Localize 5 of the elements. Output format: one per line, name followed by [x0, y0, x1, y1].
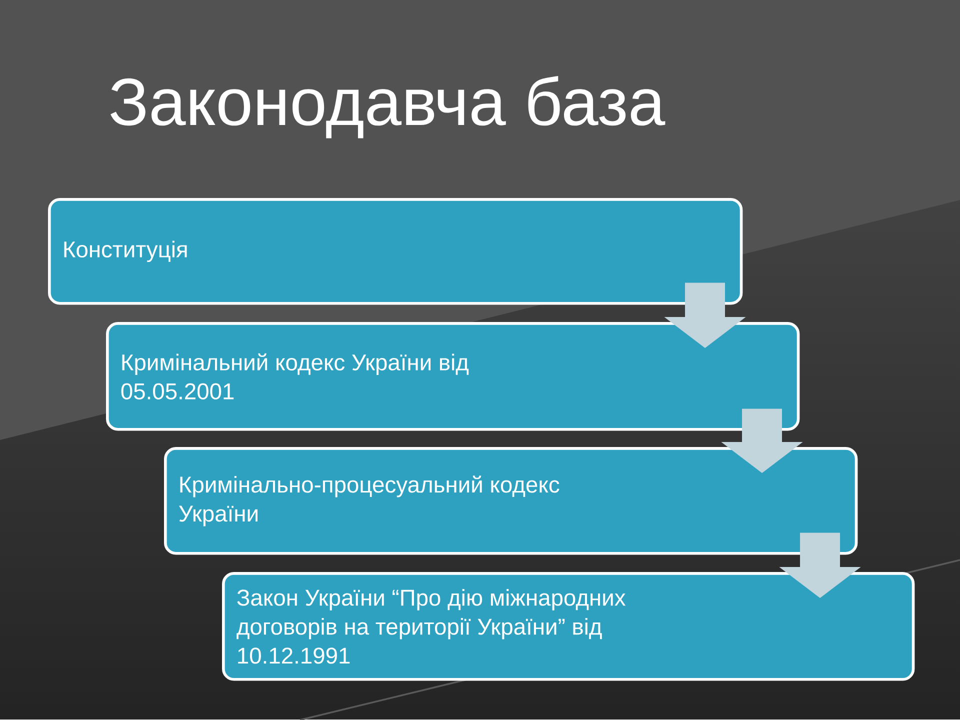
process-box: Закон України “Про дію міжнародних договорів на території України” від 10.12.1991: [222, 572, 915, 681]
process-box: Конституція: [48, 198, 743, 305]
process-box: Кримінально-процесуальний кодекс України: [164, 447, 858, 555]
process-box: Кримінальний кодекс України від 05.05.2001: [106, 322, 800, 431]
slide-title: Законодавча база: [110, 76, 666, 138]
